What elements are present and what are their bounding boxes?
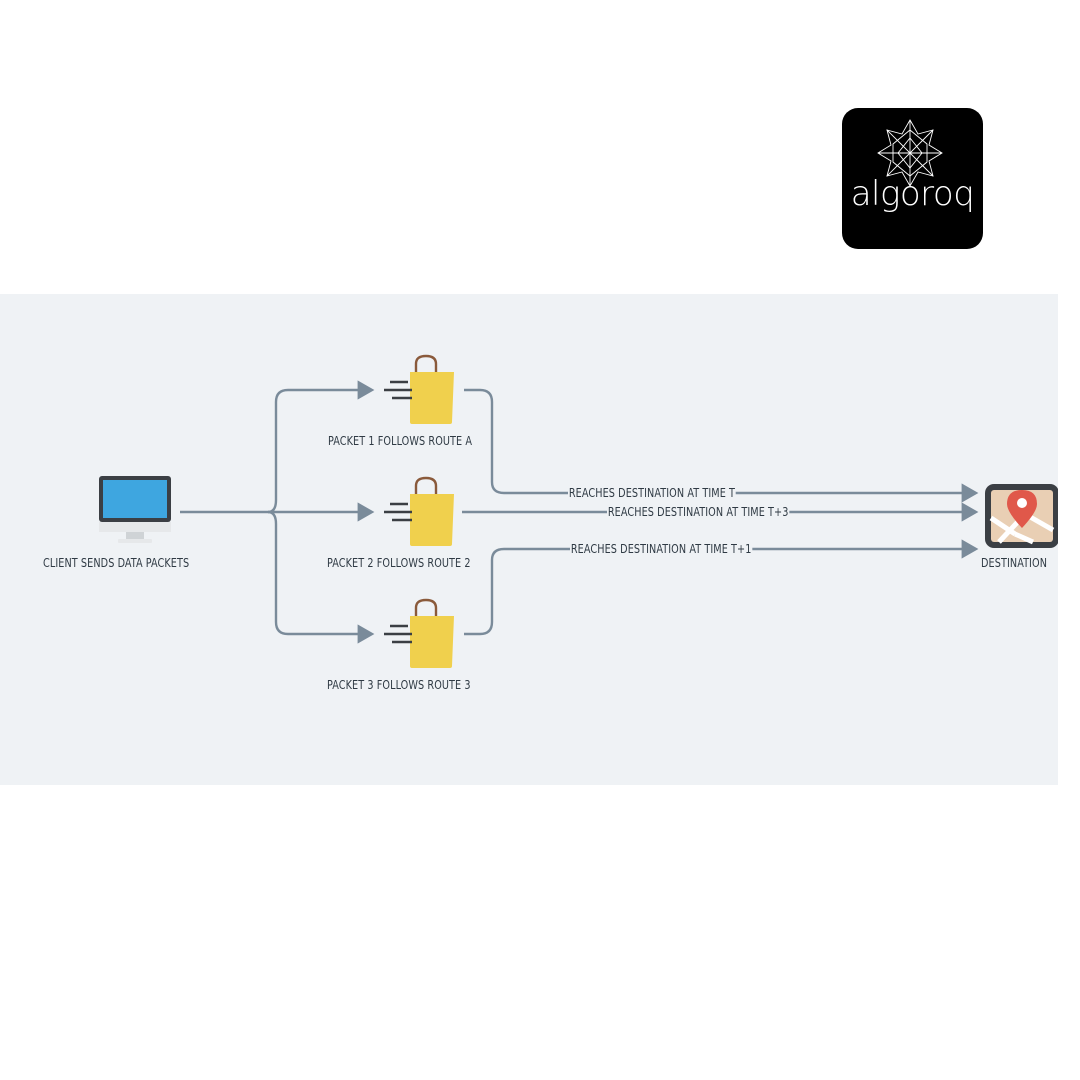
packet-2-label: PACKET 2 FOLLOWS ROUTE 2 [327, 555, 471, 570]
destination-label: DESTINATION [981, 555, 1048, 570]
arrival-label-3: REACHES DESTINATION AT TIME T+1 [570, 541, 753, 556]
algoroq-logo: algoroq [842, 108, 983, 249]
branch-to-packet-3 [267, 510, 375, 644]
star-mesh-icon [877, 119, 943, 187]
diagram-panel: CLIENT SENDS DATA PACKETS PACKET 1 FOLLO… [0, 294, 1058, 785]
logo-wordmark: algoroq [850, 174, 975, 214]
map-pin-icon [985, 484, 1058, 548]
route-3-line [464, 539, 979, 636]
branch-to-packet-1 [267, 380, 375, 514]
packet-3-label: PACKET 3 FOLLOWS ROUTE 3 [327, 677, 471, 692]
client-label: CLIENT SENDS DATA PACKETS [43, 555, 190, 570]
arrival-label-1: REACHES DESTINATION AT TIME T [568, 485, 736, 500]
route-1-line [464, 388, 979, 503]
monitor-icon [99, 476, 171, 543]
packet-bag-icon [384, 354, 454, 424]
connector-lines [99, 354, 1058, 668]
arrival-label-2: REACHES DESTINATION AT TIME T+3 [607, 504, 790, 519]
packet-bag-icon [384, 476, 454, 546]
packet-bag-icon [384, 598, 454, 668]
packet-1-label: PACKET 1 FOLLOWS ROUTE A [328, 433, 473, 448]
